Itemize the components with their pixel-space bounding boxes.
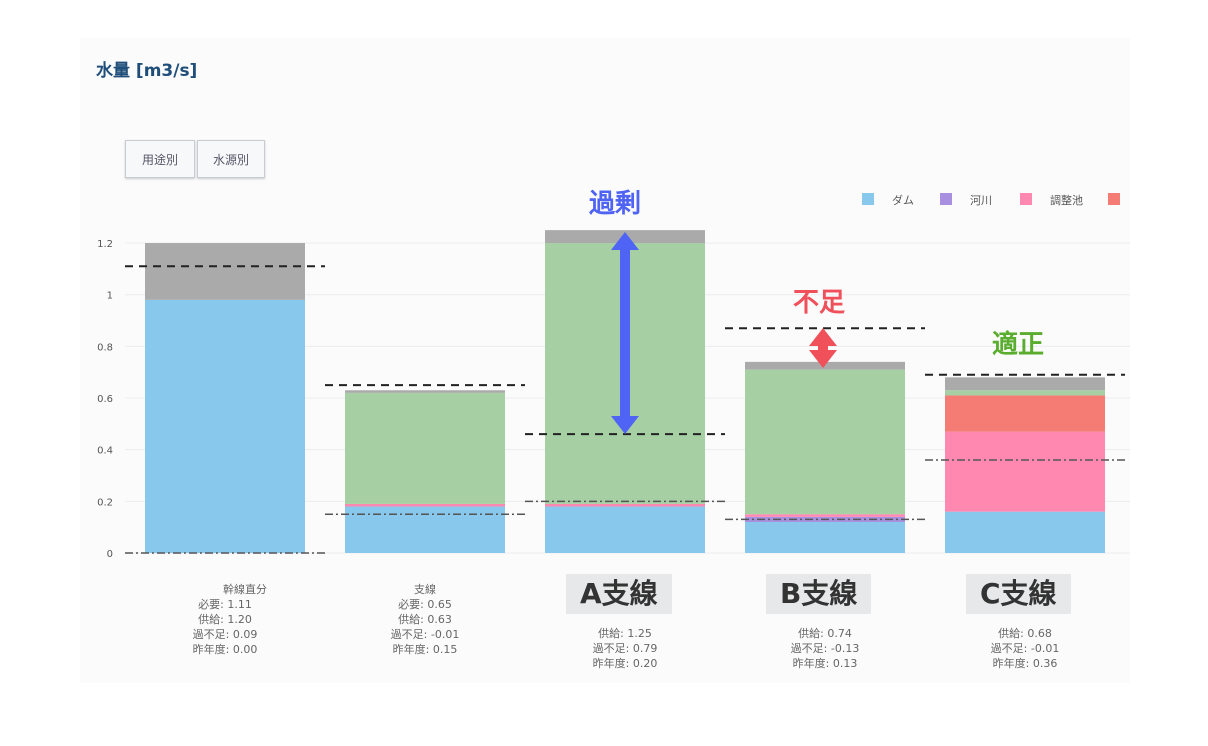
bar-segment — [345, 503, 505, 507]
y-tick-label: 0.2 — [97, 497, 113, 508]
branch-label: C支線 — [966, 574, 1071, 614]
bar-segment — [745, 361, 905, 370]
branch-label: B支線 — [766, 574, 872, 614]
category-info: 支線必要: 0.65 供給: 0.63 過不足: -0.01 昨年度: 0.15 — [325, 582, 525, 657]
annotation-label: 過剰 — [589, 189, 642, 219]
shortage-arrow-head — [809, 350, 837, 368]
legend-label: 調整池 — [1050, 193, 1083, 207]
bar-segment — [145, 299, 305, 553]
bar-segment — [945, 431, 1105, 512]
info-line: 供給: 1.25 — [598, 627, 652, 640]
info-line: 過不足: -0.01 — [990, 642, 1060, 655]
y-tick-label: 0 — [107, 549, 113, 560]
annotation-label: 不足 — [793, 288, 846, 318]
legend-swatch — [940, 193, 952, 205]
info-line: 必要: 0.65 — [398, 598, 452, 611]
y-tick-label: 0.6 — [97, 394, 113, 405]
info-line: 昨年度: 0.36 — [992, 657, 1058, 670]
info-line: 供給: 1.20 — [198, 613, 252, 626]
legend-label: ダム — [892, 193, 914, 207]
info-line: 必要: 1.11 — [198, 598, 252, 611]
info-line: 供給: 0.63 — [398, 613, 452, 626]
excess-arrow-head — [611, 232, 639, 250]
bar-segment — [345, 506, 505, 553]
bar-segment — [545, 503, 705, 507]
bar-segment — [945, 390, 1105, 396]
excess-arrow-head — [611, 416, 639, 434]
category-info: 供給: 1.25 過不足: 0.79 昨年度: 0.20 — [525, 582, 725, 671]
category-label: 幹線直分 — [223, 583, 267, 596]
info-line: 供給: 0.74 — [798, 627, 852, 640]
legend-swatch — [862, 193, 874, 205]
bar-segment — [745, 514, 905, 517]
legend-swatch — [1108, 193, 1120, 205]
annotation-label: 適正 — [992, 330, 1045, 360]
bar-segment — [145, 243, 305, 300]
bar-segment — [945, 395, 1105, 432]
shortage-arrow-head — [809, 328, 837, 346]
by-use-button[interactable]: 用途別 — [125, 140, 195, 178]
info-line: 過不足: -0.13 — [790, 642, 860, 655]
info-line: 過不足: 0.09 — [192, 628, 258, 641]
bar-segment — [545, 506, 705, 553]
bar-segment — [945, 511, 1105, 553]
info-line: 昨年度: 0.15 — [392, 643, 458, 656]
bar-segment — [945, 377, 1105, 391]
bar-segment — [745, 522, 905, 553]
bar-segment — [745, 369, 905, 515]
y-tick-label: 0.4 — [97, 446, 113, 457]
y-tick-label: 1.2 — [97, 239, 113, 250]
y-tick-label: 0.8 — [97, 342, 113, 353]
legend-label: 河川 — [970, 194, 992, 207]
info-line: 昨年度: 0.13 — [792, 657, 858, 670]
by-source-button[interactable]: 水源別 — [197, 140, 265, 178]
category-info: 供給: 0.68 過不足: -0.01 昨年度: 0.36 — [925, 582, 1125, 671]
bar-segment — [345, 390, 505, 393]
category-label: 支線 — [414, 583, 436, 596]
chart-title: 水量 [m3/s] — [96, 61, 198, 81]
info-line: 供給: 0.68 — [998, 627, 1052, 640]
category-info: 供給: 0.74 過不足: -0.13 昨年度: 0.13 — [725, 582, 925, 671]
info-line: 昨年度: 0.00 — [192, 643, 258, 656]
legend-swatch — [1020, 193, 1032, 205]
bar-segment — [345, 392, 505, 504]
info-line: 過不足: -0.01 — [390, 628, 460, 641]
y-tick-label: 1 — [107, 291, 113, 302]
branch-label: A支線 — [566, 574, 672, 614]
category-info: 幹線直分必要: 1.11 供給: 1.20 過不足: 0.09 昨年度: 0.00 — [125, 582, 325, 657]
info-line: 過不足: 0.79 — [592, 642, 658, 655]
info-line: 昨年度: 0.20 — [592, 657, 658, 670]
